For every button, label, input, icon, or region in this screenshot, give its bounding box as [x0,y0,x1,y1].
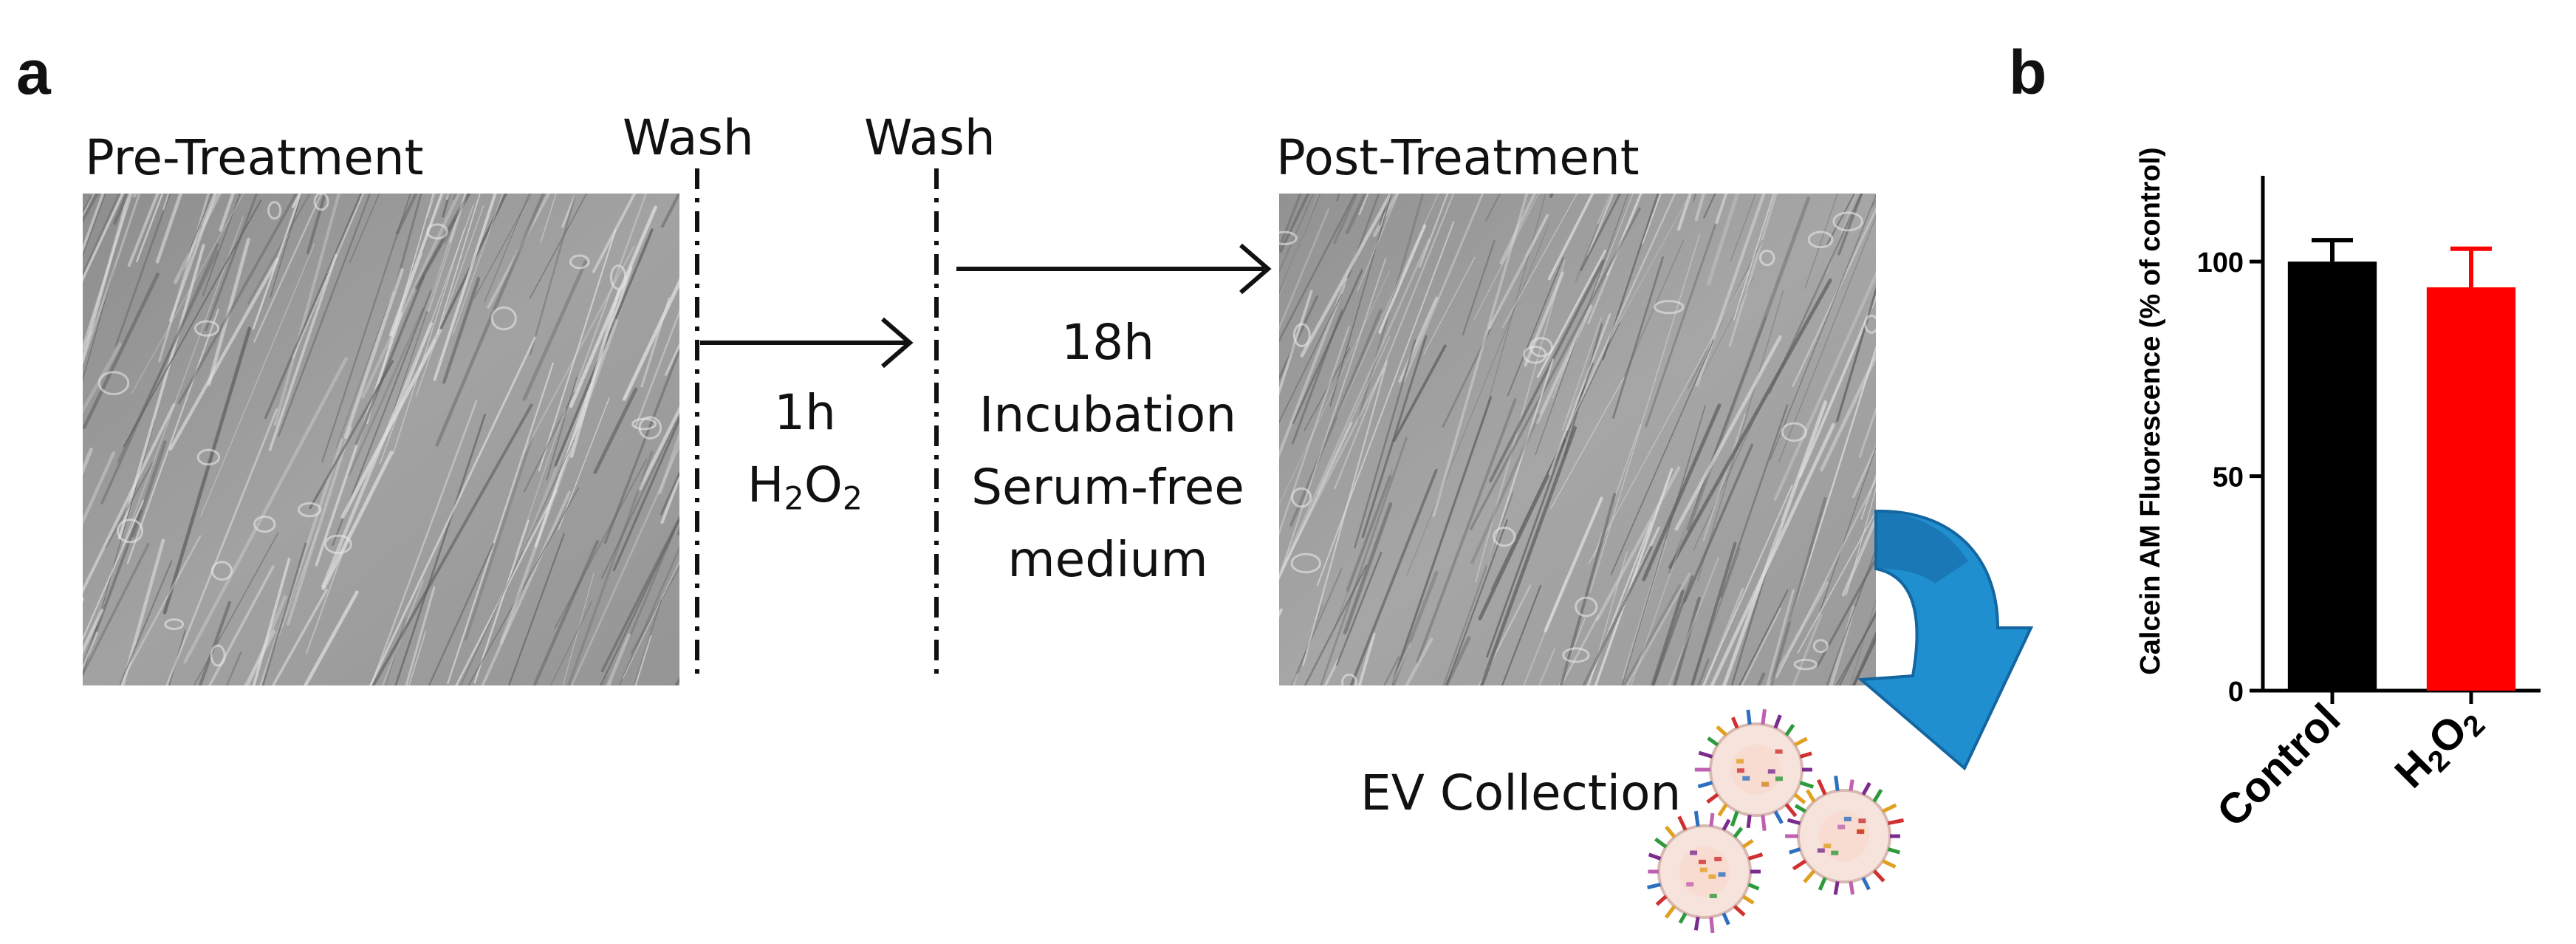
x-tick-label: H2O2 [2385,694,2491,800]
y-tick-label: 100 [2197,247,2244,278]
y-tick-label: 0 [2228,677,2244,708]
bar-control [2287,261,2377,691]
pre-treatment-micrograph [83,194,679,685]
arrow-18h-step [956,243,1272,295]
y-axis-label: Calcein AM Fluorescence (% of control) [2135,147,2166,674]
pre-treatment-label: Pre-Treatment [85,129,424,186]
calcein-bar-chart: 0 50 100 Calcein AM Fluorescence (% of cont… [2135,147,2541,836]
step2-time-label: 18h [1061,314,1154,371]
bar-h2o2 [2426,287,2516,691]
ev-collection-curved-arrow-icon [1857,509,2034,771]
extracellular-vesicle-icon [1647,810,1764,934]
post-treatment-label: Post-Treatment [1276,129,1640,186]
panel-a-letter: a [16,38,51,107]
extracellular-vesicle-icon [1694,708,1815,831]
extracellular-vesicle-icon [1785,776,1904,895]
wash-label-1: Wash [623,109,754,166]
step2-medium-label: medium [1007,531,1208,588]
step2-incubation-label: Incubation [979,386,1237,443]
panel-b-letter: b [2009,38,2047,107]
wash-label-2: Wash [864,109,996,166]
step1-reagent-label: H2O2 [747,456,863,518]
y-tick-label: 50 [2213,462,2244,493]
ev-collection-label: EV Collection [1360,765,1682,821]
arrow-1h-step [700,317,914,369]
step2-serum-free-label: Serum-free [971,459,1244,516]
x-tick-label: Control [2207,694,2349,836]
step1-time-label: 1h [774,384,836,441]
post-treatment-micrograph [1279,194,1876,685]
